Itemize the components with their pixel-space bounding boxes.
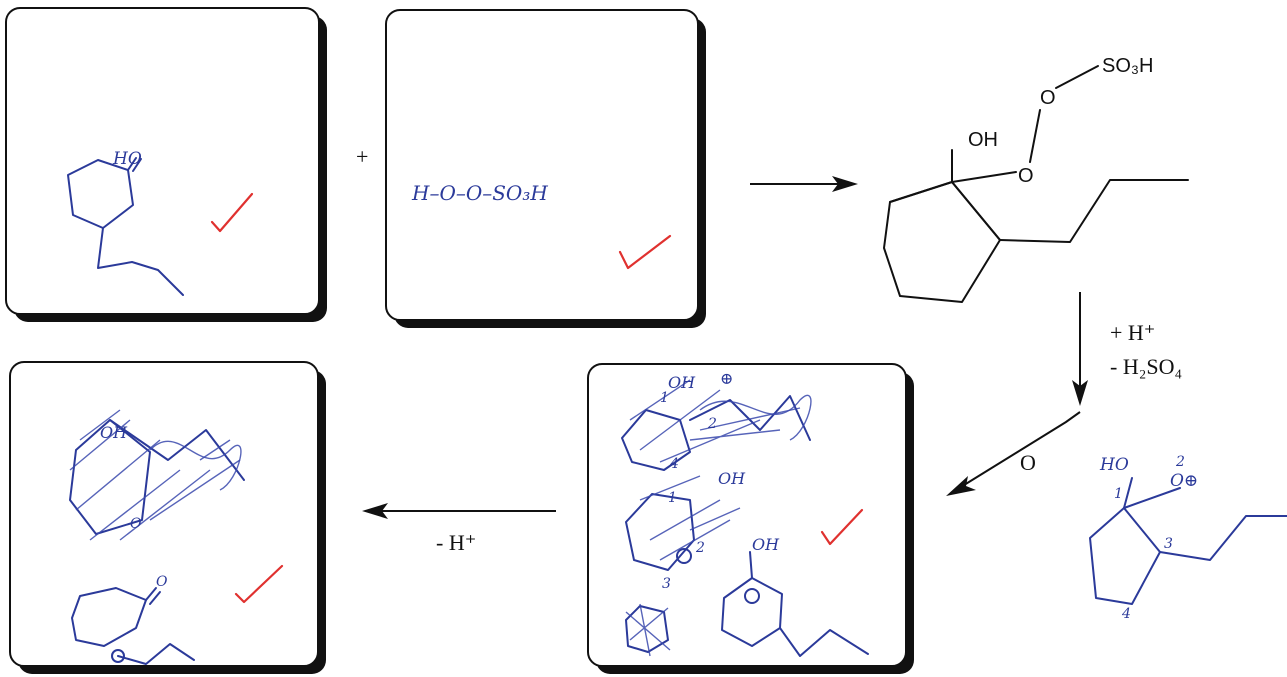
box-frame xyxy=(385,9,699,321)
box5-oh-label: OH xyxy=(100,423,128,442)
plus-sign: + xyxy=(356,144,368,169)
box4-num-a: 1 xyxy=(668,490,677,506)
crossed-out-sketch-middle: OH 1 2 3 xyxy=(625,469,746,592)
carbon-number-4: 4 xyxy=(1121,606,1131,622)
handwritten-o-plus: O⊕ xyxy=(1170,471,1198,491)
box4-num-b: 2 xyxy=(695,540,705,556)
crossed-out-sketch-bottom xyxy=(625,603,671,657)
answer-box-rearrangement: OH ⊕ 1 2 4 OH 1 2 3 OH xyxy=(587,363,914,674)
adduct-o2-label: O xyxy=(1040,87,1056,109)
step2-condition-acid: + H⁺ xyxy=(1110,320,1155,345)
box-frame xyxy=(587,363,907,667)
handwritten-ketone-structure: HO xyxy=(67,149,184,296)
box-frame xyxy=(5,7,320,315)
carbon-number-2: 2 xyxy=(1175,454,1185,470)
box4-num-2: 2 xyxy=(707,416,717,432)
box4-oh-mid: OH xyxy=(718,469,746,488)
crossed-out-sketch-top: OH ⊕ 1 2 4 xyxy=(621,369,812,472)
crossed-out-sketch: OH O xyxy=(69,409,245,541)
lactone-cation-sketch: OH xyxy=(721,535,869,657)
grade-checkmark xyxy=(234,564,284,604)
lactone-product-structure: O xyxy=(71,574,195,665)
answer-box-peroxy-acid: H–O–O–SO₃H xyxy=(385,9,706,328)
box4-num-c: 3 xyxy=(662,576,671,592)
answer-box-ketone: HO xyxy=(5,7,327,322)
grade-checkmark xyxy=(210,192,254,233)
box-frame xyxy=(9,361,319,667)
box4-oh-lower: OH xyxy=(752,535,780,554)
reaction-arrow-3 xyxy=(946,411,1081,496)
reaction-arrow-4 xyxy=(362,503,556,519)
reaction-arrow-1 xyxy=(750,176,858,192)
box5-carbonyl-o: O xyxy=(156,574,168,590)
box4-oh-top: OH xyxy=(668,373,696,392)
reaction-arrow-2 xyxy=(1072,292,1088,406)
box4-num-4: 4 xyxy=(669,456,679,472)
grade-checkmark xyxy=(618,234,672,270)
box5-ring-o: O xyxy=(130,516,142,532)
adduct-so3h-label: SO₃H xyxy=(1102,55,1153,77)
criegee-adduct-structure: OH O O SO₃H xyxy=(883,55,1189,303)
ketone-o-label: HO xyxy=(112,149,142,169)
handwritten-oxocarbenium-sketch: HO O⊕ 1 2 3 4 xyxy=(1089,454,1287,622)
handwritten-ho: HO xyxy=(1099,455,1129,475)
box4-num-1: 1 xyxy=(660,390,669,406)
carbon-number-3: 3 xyxy=(1164,536,1173,552)
answer-box-lactone: OH O O xyxy=(9,361,326,674)
box4-oplus: ⊕ xyxy=(720,369,733,388)
step3-condition: - H⁺ xyxy=(436,530,476,555)
adduct-oh-label: OH xyxy=(968,129,998,151)
adduct-o1-label: O xyxy=(1018,165,1034,187)
grade-checkmark xyxy=(820,508,864,546)
carbon-number-1: 1 xyxy=(1114,486,1123,502)
migration-o-label: O xyxy=(1020,450,1036,475)
peroxy-acid-formula: H–O–O–SO₃H xyxy=(411,181,548,205)
step2-condition-loss: - H₂SO₄ xyxy=(1110,354,1182,379)
